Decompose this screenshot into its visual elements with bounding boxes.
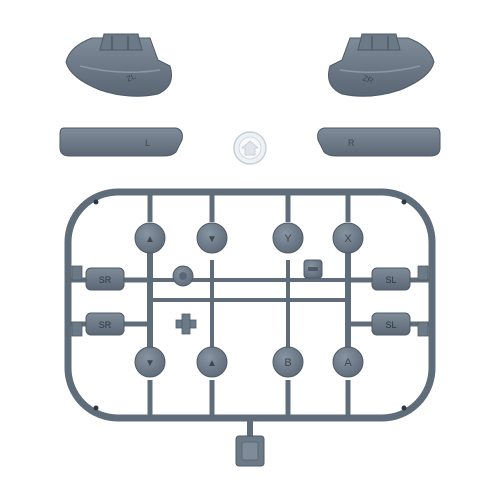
- face-button-symbol: ▼: [207, 234, 217, 245]
- face-button: ▲: [196, 346, 228, 378]
- sl-button: SL: [371, 312, 411, 336]
- face-button: ▼: [134, 346, 166, 378]
- sl-button: SL: [371, 267, 411, 291]
- face-button: B: [272, 346, 304, 378]
- svg-text:ZL: ZL: [125, 71, 138, 83]
- r-bumper-label: R: [348, 138, 355, 148]
- minus-button: [303, 259, 323, 279]
- zr-trigger-icon: ZR: [328, 33, 435, 97]
- clear-home-button-icon: [233, 131, 267, 165]
- face-button-symbol: X: [344, 233, 352, 245]
- sr-button: SR: [85, 267, 125, 291]
- capture-button: [172, 265, 194, 287]
- zl-trigger-icon: ZL: [65, 33, 172, 97]
- face-button: X: [332, 222, 364, 254]
- face-button-symbol: ▲: [207, 358, 217, 369]
- sl-button-label: SL: [385, 275, 396, 285]
- face-button-symbol: ▲: [145, 234, 155, 245]
- svg-text:ZR: ZR: [361, 73, 374, 85]
- l-bumper: L: [59, 127, 183, 157]
- sr-button: SR: [85, 312, 125, 336]
- sr-button-label: SR: [99, 275, 112, 285]
- l-bumper-label: L: [145, 138, 150, 148]
- face-button-symbol: ▼: [145, 358, 155, 369]
- sl-button-label: SL: [385, 320, 396, 330]
- r-bumper: R: [317, 127, 441, 157]
- face-button: ▼: [196, 222, 228, 254]
- face-button-symbol: B: [284, 357, 291, 369]
- face-button: ▲: [134, 222, 166, 254]
- face-button-symbol: A: [344, 357, 352, 369]
- face-button: Y: [272, 222, 304, 254]
- plus-button: [175, 313, 197, 335]
- face-button: A: [332, 346, 364, 378]
- face-button-symbol: Y: [284, 233, 292, 245]
- sprue-bottom-tab: [235, 435, 265, 467]
- sr-button-label: SR: [99, 320, 112, 330]
